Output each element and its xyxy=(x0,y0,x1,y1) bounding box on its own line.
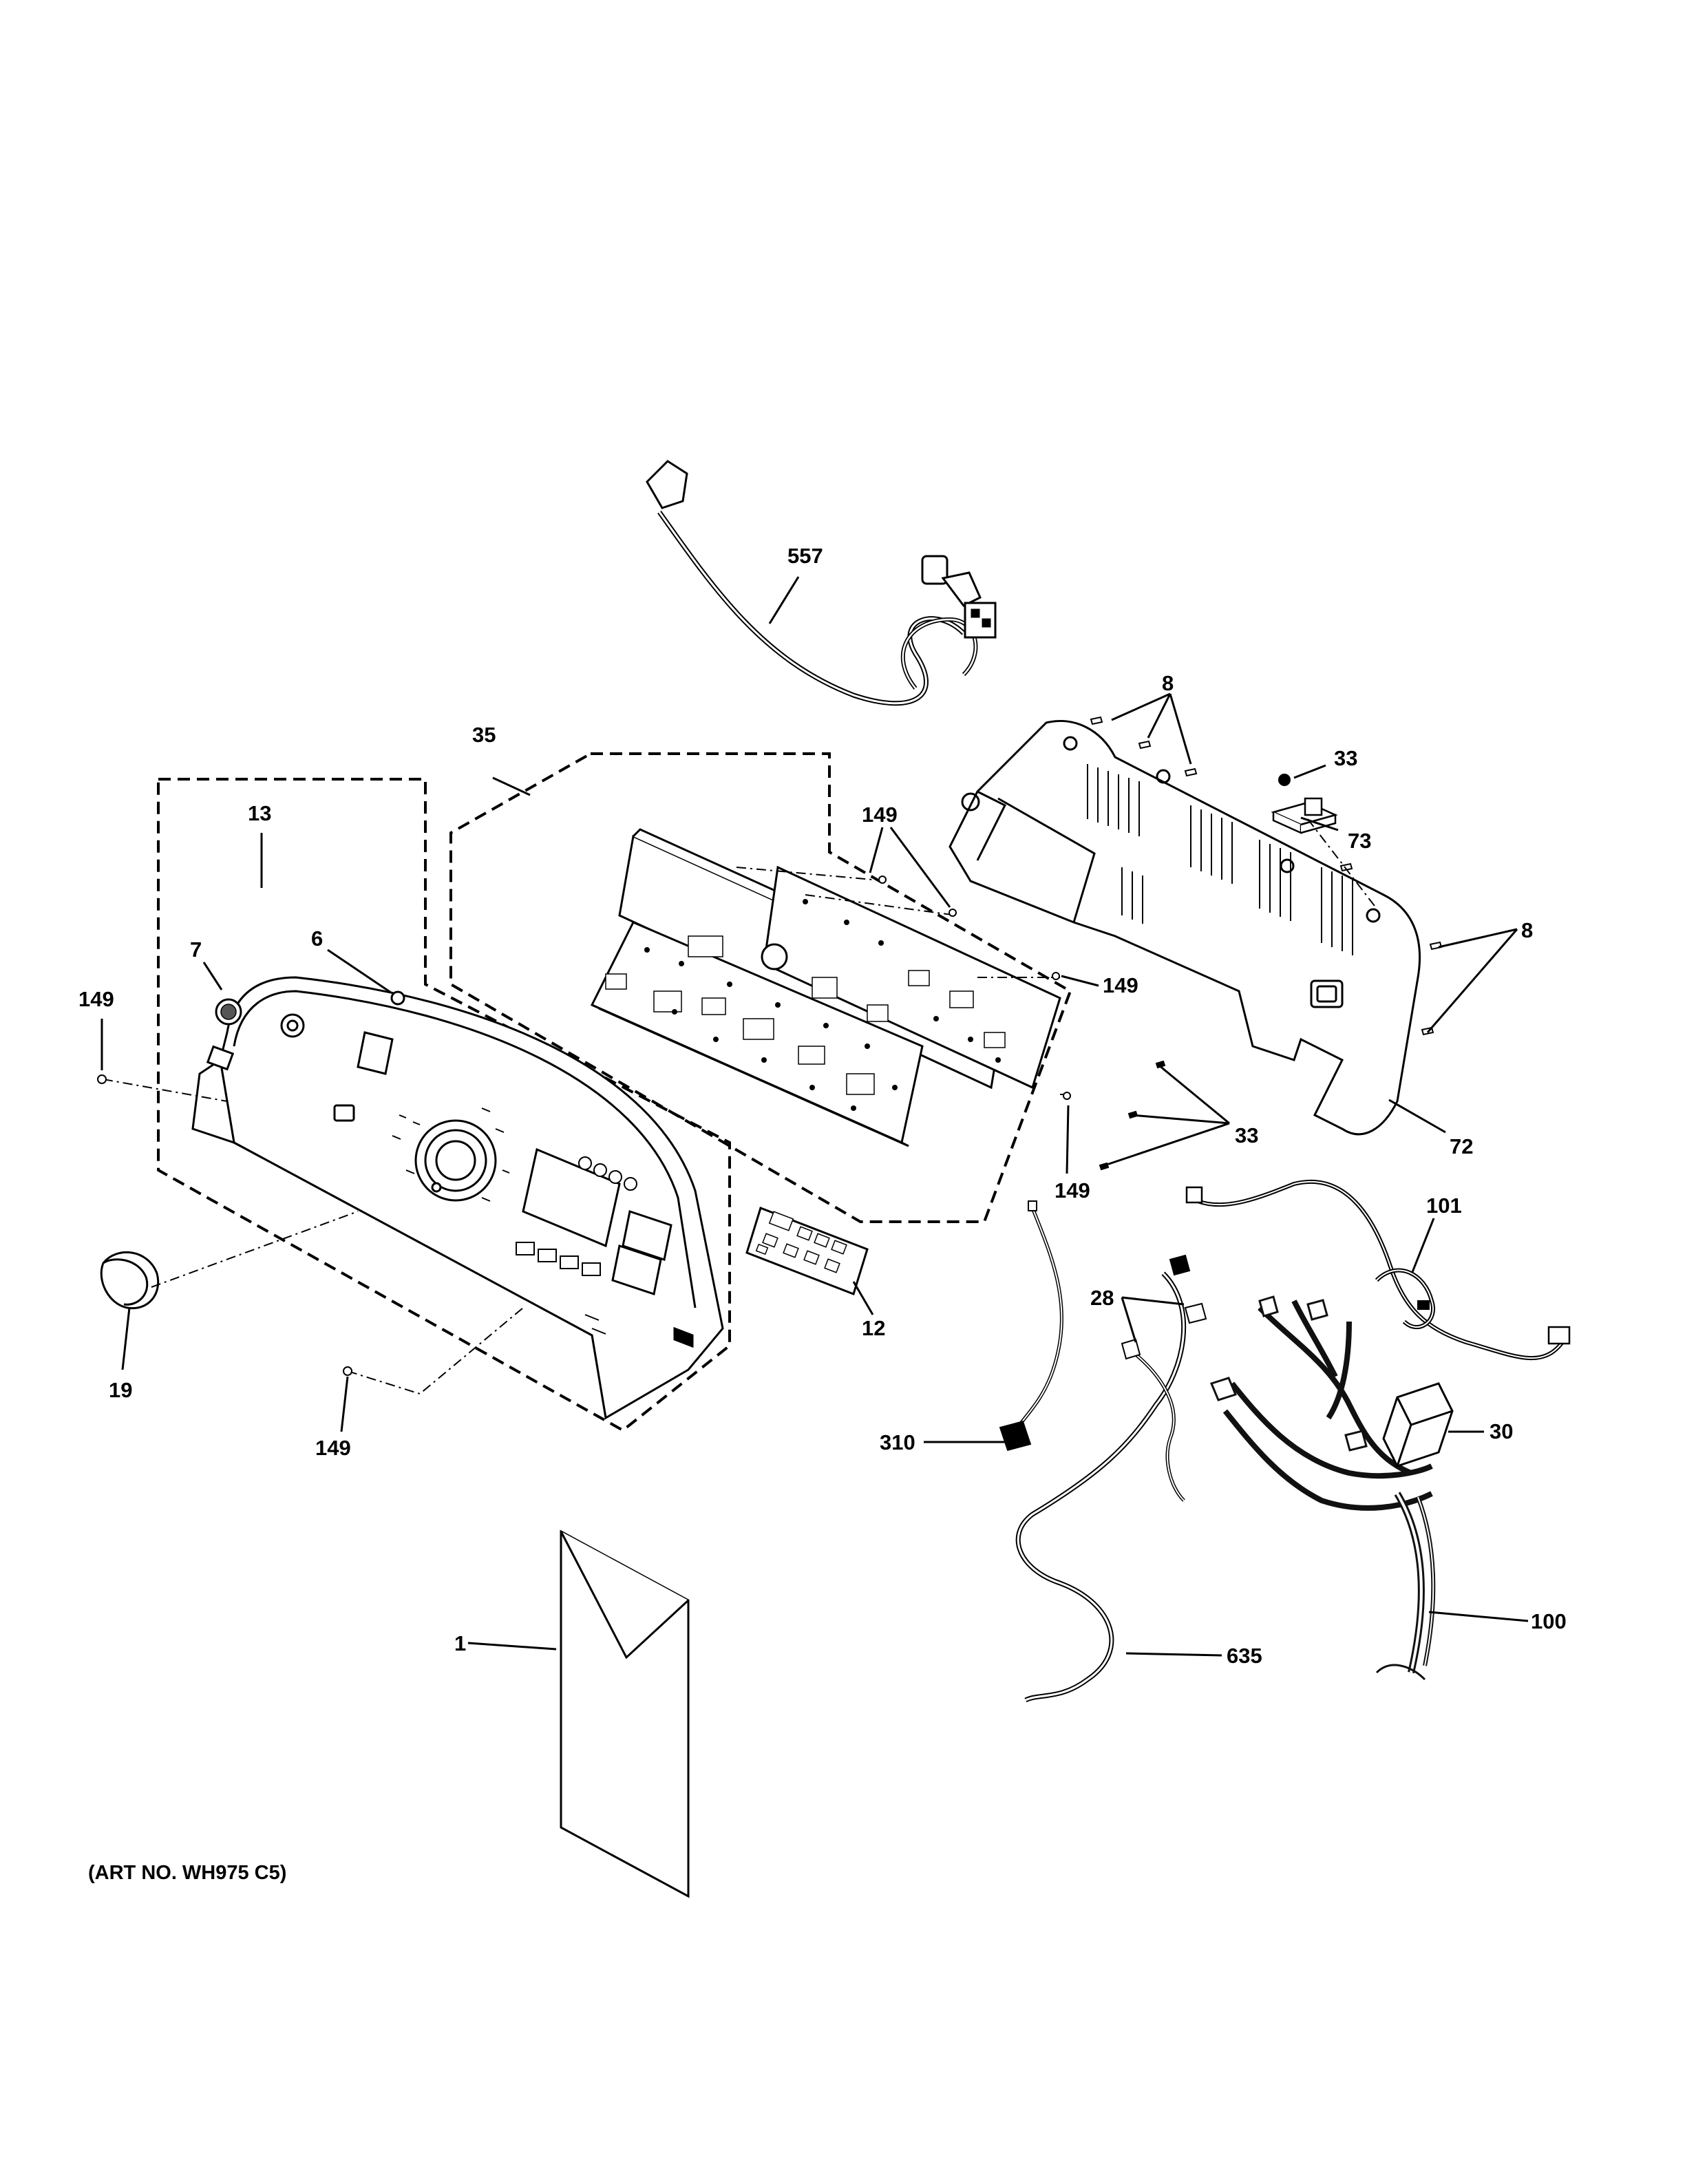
harness-635 xyxy=(1015,1254,1207,1703)
callout-30: 30 xyxy=(1490,1419,1513,1443)
callout-149-left: 149 xyxy=(78,987,114,1011)
callout-149-board-top: 149 xyxy=(862,803,898,827)
callout-labels: 557 8 33 73 35 149 13 7 6 149 149 8 149 … xyxy=(78,544,1567,1884)
callout-100: 100 xyxy=(1531,1609,1567,1633)
callout-72: 72 xyxy=(1450,1134,1473,1158)
callout-13: 13 xyxy=(248,801,271,825)
leader-lines xyxy=(100,576,1529,1657)
rear-housing xyxy=(949,719,1421,1136)
callout-7: 7 xyxy=(190,937,202,962)
control-board xyxy=(590,828,1061,1147)
vent-grilles xyxy=(1087,764,1353,955)
callout-635: 635 xyxy=(1227,1644,1262,1668)
callout-73: 73 xyxy=(1348,829,1371,853)
callout-557: 557 xyxy=(787,544,823,568)
callout-149-console: 149 xyxy=(315,1436,351,1460)
control-module-73 xyxy=(1271,797,1338,834)
main-harness-100 xyxy=(1209,1295,1436,1681)
callout-1: 1 xyxy=(454,1631,466,1655)
harness-310 xyxy=(999,1200,1063,1452)
callout-33-bottom: 33 xyxy=(1235,1123,1258,1147)
clip-ring-6 xyxy=(390,990,405,1006)
assembly-guides xyxy=(103,818,1377,1395)
callout-28: 28 xyxy=(1090,1286,1114,1310)
callout-149-board-right: 149 xyxy=(1103,973,1138,997)
callout-8-right: 8 xyxy=(1521,918,1533,942)
screws xyxy=(1090,716,1443,1171)
callout-12: 12 xyxy=(862,1316,885,1340)
literature-packet xyxy=(560,1529,690,1898)
harness-101 xyxy=(1185,1179,1571,1360)
callout-33-top: 33 xyxy=(1334,746,1357,770)
selector-knob xyxy=(100,1251,160,1310)
callout-310: 310 xyxy=(880,1430,915,1454)
callout-149-board-bottom: 149 xyxy=(1055,1178,1090,1202)
power-cord xyxy=(646,460,997,706)
console-panel xyxy=(191,976,724,1420)
callout-101: 101 xyxy=(1426,1194,1462,1218)
art-number: (ART NO. WH975 C5) xyxy=(88,1862,286,1884)
board-group-outline xyxy=(449,752,1072,1223)
console-group-outline xyxy=(157,778,731,1432)
callout-6: 6 xyxy=(311,926,323,951)
small-screws-149 xyxy=(97,876,1071,1376)
keypad-12 xyxy=(745,1207,869,1295)
callout-8-top: 8 xyxy=(1162,671,1174,695)
logo-badge-7 xyxy=(215,998,242,1026)
callout-19: 19 xyxy=(109,1378,132,1402)
callout-35: 35 xyxy=(472,723,496,747)
noise-filter-30 xyxy=(1382,1382,1454,1467)
